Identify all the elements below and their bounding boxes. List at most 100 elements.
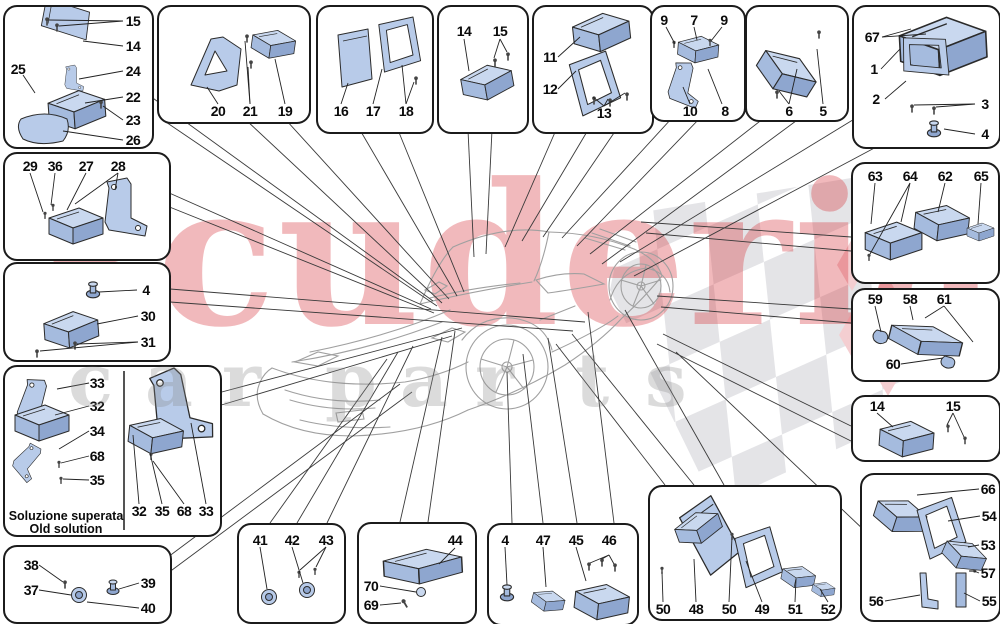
callout-number: 25 — [10, 61, 26, 77]
callout-number: 34 — [89, 423, 105, 439]
callout-number: 69 — [363, 597, 379, 613]
callout-number: 12 — [542, 81, 558, 97]
callout-number: 4 — [981, 126, 989, 142]
callout-number: 57 — [980, 565, 996, 581]
callout-number: 2 — [872, 91, 880, 107]
callout-number: 11 — [543, 49, 557, 65]
callout-number: 67 — [864, 29, 880, 45]
callout-number: 35 — [89, 472, 105, 488]
callout-number: 50 — [721, 601, 737, 617]
callout-number: 26 — [125, 132, 141, 148]
old-solution-note-line2: Old solution — [29, 522, 103, 536]
callout-number: 29 — [22, 158, 38, 174]
parts-panel-20-21-19: 20 21 19 — [157, 5, 311, 124]
parts-panel-old-solution: 33 32 34 68 35 32 35 68 33 Soluzione superata Ol… — [3, 365, 222, 537]
callout-number: 31 — [140, 334, 156, 350]
callout-number: 66 — [980, 481, 996, 497]
callout-number: 15 — [492, 23, 508, 39]
callout-number: 46 — [601, 532, 617, 548]
callout-number: 58 — [902, 291, 918, 307]
callout-number: 20 — [210, 103, 226, 119]
callout-number: 14 — [456, 23, 472, 39]
callout-number: 22 — [125, 89, 141, 105]
callout-number: 50 — [655, 601, 671, 617]
callout-number: 56 — [868, 593, 884, 609]
callout-number: 6 — [785, 103, 793, 119]
callout-number: 5 — [819, 103, 827, 119]
callout-number: 70 — [363, 578, 379, 594]
parts-panel-14-15: 14 15 — [437, 5, 529, 134]
callout-number: 36 — [47, 158, 63, 174]
callout-number: 47 — [535, 532, 551, 548]
callout-number: 19 — [277, 103, 293, 119]
parts-panel-9-7-10-8: 9 7 9 10 8 — [650, 5, 746, 122]
callout-number: 41 — [252, 532, 268, 548]
callout-number: 68 — [89, 448, 105, 464]
callout-number: 8 — [721, 103, 729, 119]
callout-number: 10 — [682, 103, 698, 119]
callout-number: 39 — [140, 575, 156, 591]
callout-number: 62 — [937, 168, 953, 184]
callout-number: 59 — [867, 291, 883, 307]
callout-number: 32 — [89, 398, 105, 414]
callout-number: 4 — [142, 282, 150, 298]
parts-panel-38-37-39-40: 38 37 39 40 — [3, 545, 172, 624]
callout-number: 1 — [870, 61, 878, 77]
callout-number: 9 — [720, 12, 728, 28]
callout-number: 33 — [198, 503, 214, 519]
callout-number: 4 — [501, 532, 509, 548]
callout-number: 45 — [568, 532, 584, 548]
callout-number: 65 — [973, 168, 989, 184]
callout-number: 35 — [154, 503, 170, 519]
callout-number: 18 — [398, 103, 414, 119]
callout-number: 23 — [125, 112, 141, 128]
callout-number: 7 — [690, 12, 698, 28]
callout-number: 32 — [131, 503, 147, 519]
callout-number: 54 — [981, 508, 997, 524]
parts-panel-67-1-2-3-4: 67 1 2 3 4 — [852, 5, 1000, 149]
callout-number: 14 — [125, 38, 141, 54]
callout-number: 48 — [688, 601, 704, 617]
callout-number: 33 — [89, 375, 105, 391]
callout-number: 28 — [110, 158, 126, 174]
callout-number: 27 — [78, 158, 94, 174]
callout-number: 63 — [867, 168, 883, 184]
parts-panel-63-64-62-65: 63 64 62 65 — [851, 162, 1000, 284]
callout-number: 15 — [125, 13, 141, 29]
callout-number: 21 — [242, 103, 258, 119]
callout-number: 49 — [754, 601, 770, 617]
callout-number: 60 — [885, 356, 901, 372]
parts-panel-66-54-53-57-56-55: 66 54 53 57 56 55 — [860, 473, 1000, 622]
callout-number: 3 — [981, 96, 989, 112]
callout-number: 64 — [902, 168, 918, 184]
callout-number: 42 — [284, 532, 300, 548]
callout-number: 52 — [820, 601, 836, 617]
parts-panel-4-47-45-46: 4 47 45 46 — [487, 523, 639, 624]
parts-panel-11-12-13: 11 12 13 — [532, 5, 654, 134]
old-solution-note-line1: Soluzione superata — [8, 509, 124, 523]
callout-number: 14 — [869, 398, 885, 414]
callout-number: 40 — [140, 600, 156, 616]
callout-number: 9 — [660, 12, 668, 28]
callout-number: 44 — [447, 532, 463, 548]
callout-number: 17 — [365, 103, 381, 119]
callout-number: 15 — [945, 398, 961, 414]
parts-panel-29-36-27-28: 29 36 27 28 — [3, 152, 171, 261]
callout-number: 38 — [23, 557, 39, 573]
callout-number: 37 — [23, 582, 39, 598]
callout-number: 55 — [981, 593, 997, 609]
parts-panel-14-15-right: 14 15 — [851, 395, 1000, 462]
callout-number: 13 — [596, 105, 612, 121]
callout-number: 68 — [176, 503, 192, 519]
callout-number: 53 — [980, 537, 996, 553]
parts-panel-44-70-69: 44 70 69 — [357, 522, 477, 624]
